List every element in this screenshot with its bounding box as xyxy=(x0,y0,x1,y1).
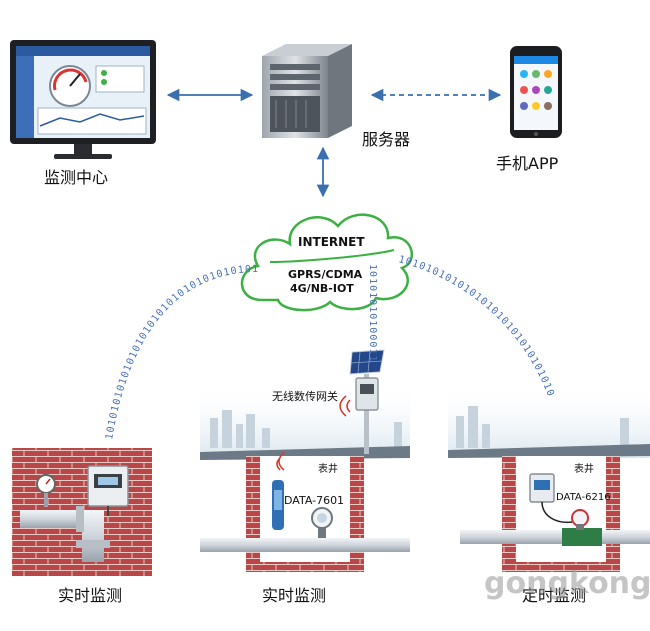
label-site-left: 实时监测 xyxy=(58,586,123,605)
solar-gateway-icon xyxy=(339,349,385,454)
label-device-right: DATA-6216 xyxy=(556,492,611,503)
internet-cloud xyxy=(240,213,413,312)
label-mobile-app: 手机APP xyxy=(496,154,559,173)
label-wireless-line2: 4G/NB-IOT xyxy=(290,282,354,295)
watermark: gongkong xyxy=(484,566,650,601)
label-wireless-line1: GPRS/CDMA xyxy=(288,268,363,281)
label-internet: INTERNET xyxy=(298,235,365,249)
label-site-right: 定时监测 xyxy=(522,586,587,605)
data-logger-icon xyxy=(272,451,285,530)
server-icon xyxy=(262,44,352,138)
label-server: 服务器 xyxy=(362,130,411,149)
label-monitoring-center: 监测中心 xyxy=(44,168,109,187)
smartphone-icon xyxy=(510,46,562,138)
pressure-transmitter-icon xyxy=(87,465,129,516)
label-site-middle: 实时监测 xyxy=(262,586,327,605)
label-well-right: 表井 xyxy=(574,464,594,475)
data-logger-icon-right xyxy=(529,473,573,524)
label-device-middle: DATA-7601 xyxy=(284,494,345,507)
water-meter-icon-right xyxy=(562,509,602,546)
pressure-gauge-icon xyxy=(36,474,56,507)
water-meter-well-right xyxy=(460,456,650,572)
water-meter-well-middle xyxy=(200,456,410,572)
monitor-icon xyxy=(10,40,156,159)
label-well-middle: 表井 xyxy=(318,464,338,475)
pipe-left xyxy=(20,506,110,562)
label-gateway: 无线数传网关 xyxy=(272,390,338,403)
water-meter-icon-middle xyxy=(311,507,333,538)
